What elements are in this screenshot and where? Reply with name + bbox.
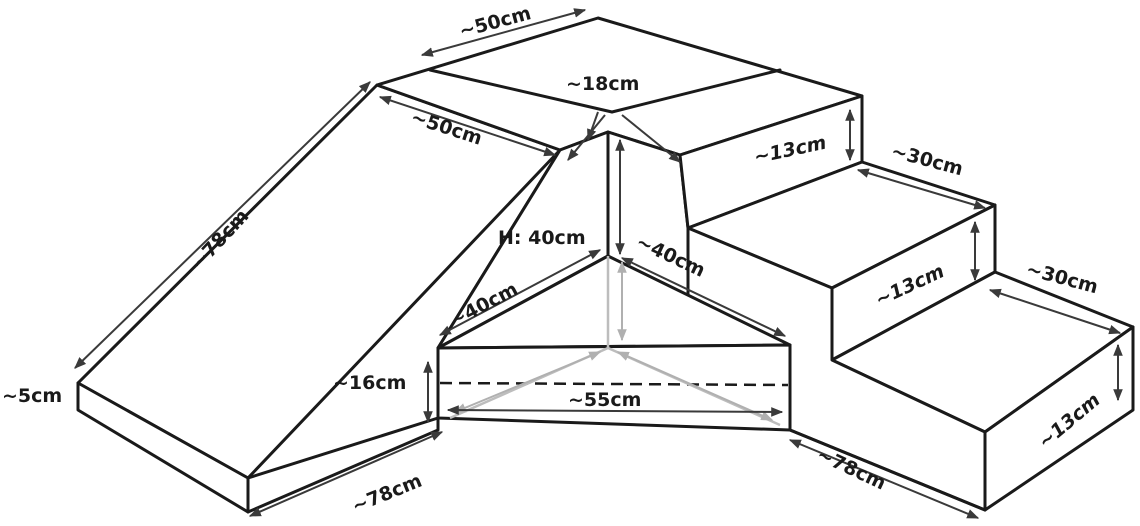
arrow-base-right [788, 439, 980, 519]
label-total-height: H: 40cm [498, 227, 586, 249]
triangle-front-face [436, 343, 792, 432]
arrow-step2-depth [856, 168, 987, 210]
arrow-corner-left [567, 114, 606, 161]
arrow-corner-top [587, 111, 599, 142]
label-base-left: ~78cm [349, 470, 425, 518]
arrow-triangle-left [438, 249, 602, 336]
arrow-top-width [420, 8, 587, 57]
label-triangle-base: ~55cm [568, 389, 641, 411]
arrow-corner-right [621, 114, 681, 163]
arrow-ramp-length [74, 81, 371, 369]
arrow-top-depth [378, 95, 557, 157]
dimension-arrows [74, 8, 1123, 519]
top-platform-seam-right [610, 68, 782, 114]
top-platform-seam-left [428, 68, 614, 114]
label-ramp-edge: ~5cm [2, 385, 62, 407]
arrow-base-left [248, 431, 444, 517]
label-top-width: ~50cm [457, 2, 534, 42]
label-triangle-height: ~16cm [333, 372, 406, 394]
arrow-step3-depth [988, 288, 1122, 335]
arrow-triangle-right [620, 257, 787, 337]
label-corner-gap: ~18cm [566, 73, 639, 95]
arrow-triangle-base [446, 405, 784, 417]
arrow-hidden-left [453, 351, 602, 413]
